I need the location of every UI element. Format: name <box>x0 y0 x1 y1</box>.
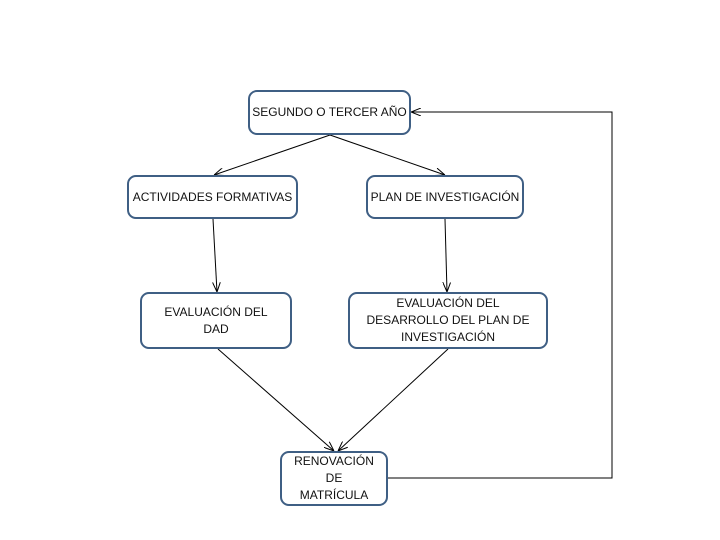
arrow-plan-to-eval-plan <box>445 218 447 292</box>
node-renovacion-de-matricula-label: RENOVACIÓN DE MATRÍCULA <box>294 454 374 502</box>
arrow-segundo-to-actividades <box>214 134 331 175</box>
arrow-renovacion-to-segundo <box>388 112 613 479</box>
node-actividades-formativas-label: ACTIVIDADES FORMATIVAS <box>132 189 293 204</box>
node-evaluacion-del-desarrollo-label: EVALUACIÓN DEL DESARROLLO DEL PLAN DE IN… <box>366 296 530 344</box>
node-segundo-o-tercer-ano-label: SEGUNDO O TERCER AÑO <box>252 105 407 119</box>
node-renovacion-de-matricula: RENOVACIÓN DE MATRÍCULA <box>280 451 388 506</box>
node-evaluacion-del-desarrollo: EVALUACIÓN DEL DESARROLLO DEL PLAN DE IN… <box>348 292 548 349</box>
arrow-eval-plan-to-renovacion <box>338 348 449 451</box>
node-plan-de-investigacion: PLAN DE INVESTIGACIÓN <box>366 175 524 219</box>
node-evaluacion-del-dad: EVALUACIÓN DEL DAD <box>140 292 292 349</box>
arrow-actividades-to-eval-dad <box>213 218 217 292</box>
node-actividades-formativas: ACTIVIDADES FORMATIVAS <box>127 175 298 219</box>
arrow-eval-dad-to-renovacion <box>217 348 334 451</box>
node-evaluacion-del-dad-label: EVALUACIÓN DEL DAD <box>164 304 268 336</box>
arrow-segundo-to-plan <box>329 134 445 175</box>
node-segundo-o-tercer-ano: SEGUNDO O TERCER AÑO <box>248 90 411 135</box>
node-plan-de-investigacion-label: PLAN DE INVESTIGACIÓN <box>370 189 520 204</box>
